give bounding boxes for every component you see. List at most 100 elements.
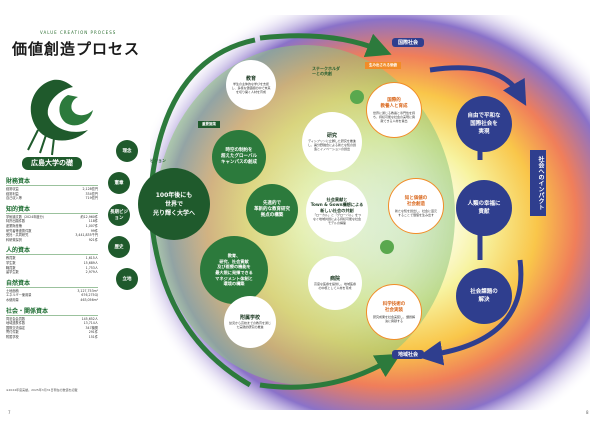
capital-row-key: 産業財産権 xyxy=(6,223,22,228)
capital-row-key: 国際交流協定 xyxy=(6,325,26,330)
outcome-3-desc: 研究成果を社会実装し、課題解決に貢献する xyxy=(372,314,415,323)
capital-row-value: 347機関 xyxy=(85,325,98,330)
page-subtitle: VALUE CREATION PROCESS xyxy=(40,30,117,35)
capital-row: 教員数 1,615人 xyxy=(6,256,98,261)
page-title: 価値創造プロセス xyxy=(12,40,141,58)
capital-row-value: 118件 xyxy=(88,219,98,224)
outcome-3-title: 科学技術の 社会実装 xyxy=(382,301,406,314)
ring-research: 研究 ディシプリンに立脚した研究を推進し、異分野融合による新たな知の創造とイノベ… xyxy=(302,112,362,172)
footnote: ※2024年度実績。2025年3月31日現在の数値を記載 xyxy=(6,388,78,392)
capital-row-value: 1,007件 xyxy=(85,223,98,228)
capital-row: 産業財産権 1,007件 xyxy=(6,224,98,229)
green-arc-bottom xyxy=(259,353,401,390)
ring-school-title: 附属学校 xyxy=(239,314,260,321)
capital-row-value: 13,714人 xyxy=(83,321,98,326)
ring-education-title: 教育 xyxy=(245,75,256,82)
ring-research-desc: ディシプリンに立脚した研究を推進し、異分野融合による新たな知の創造とイノベーショ… xyxy=(308,139,356,152)
capital-row-key: 学術論文数（2024年度分） xyxy=(6,214,46,219)
ring-hospital: 病院 高度な医療を提供し、地域医療の中核として人材を育成 xyxy=(308,256,362,310)
capital-row-key: 同窓会会員数 xyxy=(6,316,26,321)
arc-top xyxy=(429,65,527,106)
capital-row-value: 463,056m³ xyxy=(80,297,98,302)
capital-row-value: 99件 xyxy=(90,228,98,233)
capital-row-value: 3,127,753m² xyxy=(77,288,98,293)
capital-row-key: 附属学校 xyxy=(6,334,19,339)
sidebar-heading: 広島大学の礎 xyxy=(22,157,82,170)
capital-row-value: 2,979人 xyxy=(85,270,98,275)
capital-row-value: 2,128億円 xyxy=(82,187,99,191)
building-icon xyxy=(380,240,394,254)
capital-row-key: 寄付件数 xyxy=(6,330,19,335)
capital-row: 学生数 15,689人 xyxy=(6,261,98,266)
capital-row: 学術論文数（2024年度分） 約12,960件 xyxy=(6,215,98,220)
arc-bottom xyxy=(417,259,524,366)
ring-hospital-desc: 高度な医療を提供し、地域医療の中核として人材を育成 xyxy=(313,282,356,291)
stakeholder-label: ステークホルダーとの共創 xyxy=(312,66,340,76)
capital-row-value: 約12,960件 xyxy=(80,214,98,219)
ring-attached-school: 附属学校 幼児から高校までの教育を通じた実践的研究の推進 xyxy=(224,296,276,348)
page-number-right: 8 xyxy=(586,410,589,415)
capital-row-key: 教員数 xyxy=(6,256,16,261)
capital-row-key: 留学生数 xyxy=(6,270,19,275)
ring-education-desc: 学生の主体的な学びを支援し、多様な価値観の中で未来を切り開く人材を育成 xyxy=(231,82,271,95)
capital-row: 科研費採択 921件 xyxy=(6,238,98,243)
strategy-research-hub: 先進的で 革新的な教育研究 拠点の構築 xyxy=(246,184,298,236)
ring-social-title: 社会貢献と Town & Gown構想による 新しい社会の共創 xyxy=(310,196,364,213)
capital-row: 土地面積 3,127,753m² xyxy=(6,289,98,294)
people-icon xyxy=(350,90,364,104)
outcome-implementation: 科学技術の 社会実装 研究成果を社会実装し、課題解決に貢献する xyxy=(366,284,422,340)
capital-row-key: 学生数 xyxy=(6,260,16,265)
capital-row-value: 3,441,835千円 xyxy=(75,233,98,238)
pillar-4: 立地 xyxy=(116,268,138,290)
outcomes-header: 生み出される価値 xyxy=(365,62,401,69)
capital-title: 自然資本 xyxy=(6,278,98,288)
ring-social-desc: 「ローカル」と「グローバル」をつなぐ地域共創による持続可能な社会モデルの構築 xyxy=(313,213,361,226)
impact-issues: 社会課題の 解決 xyxy=(456,268,512,324)
ring-research-title: 研究 xyxy=(326,132,337,139)
pillar-3: 歴史 xyxy=(108,236,130,258)
capital-row-key: 土地面積 xyxy=(6,288,19,293)
core-circle: 100年後にも 世界で 光り輝く大学へ xyxy=(138,168,210,240)
outcome-2-title: 知と価値の 社会創造 xyxy=(404,195,428,208)
capital-row-key: 水使用量 xyxy=(6,297,19,302)
capital-row-key: 自己収入等 xyxy=(6,196,22,201)
outcome-global-talent: 国際的 教養人と育成 世界に通じる教養と専門性を持ち、持続可能な社会の実現に貢献… xyxy=(366,82,422,138)
capital-row-value: 334億円 xyxy=(85,191,98,196)
capital-title: 社会・関係資本 xyxy=(6,306,98,316)
capital-title: 人的資本 xyxy=(6,245,98,256)
capital-row-value: 1,753人 xyxy=(85,265,98,270)
capital-row: 国際交流協定 347機関 xyxy=(6,326,98,331)
capital-row-value: 15,689人 xyxy=(83,260,98,265)
capital-title: 財務資本 xyxy=(6,176,98,186)
tag-local-society: 地域社会 xyxy=(392,350,425,359)
pillar-0: 理念 xyxy=(116,140,138,162)
capital-row-key: 経常利益 xyxy=(6,191,19,196)
pillar-2: 長期ビジョン xyxy=(108,204,130,226)
tag-international-society: 国際社会 xyxy=(392,38,425,47)
green-arc-top xyxy=(259,33,392,57)
capital-row-value: 1,615人 xyxy=(85,256,98,261)
outcome-1-title: 国際的 教養人と育成 xyxy=(380,97,408,110)
capital-row: 受託・共同研究 3,441,835千円 xyxy=(6,233,98,238)
capital-row-key: 受託・共同研究 xyxy=(6,233,29,238)
impact-peace: 自由で平和な 国際社会を 実現 xyxy=(456,96,512,152)
outcome-1-desc: 世界に通じる教養と専門性を持ち、持続可能な社会の実現に貢献できる人材を輩出 xyxy=(372,110,415,123)
capital-row: 経常利益 334億円 xyxy=(6,192,98,197)
phoenix-logo xyxy=(27,79,93,156)
capital-row-value: 145,652人 xyxy=(81,316,98,321)
strategy-global-campus: 時空の制約を 超えたグローバル キャンパスの創成 xyxy=(212,130,266,184)
ring-social-contribution: 社会貢献と Town & Gown構想による 新しい社会の共創 「ローカル」と「… xyxy=(306,180,368,242)
capital-row-value: 921件 xyxy=(88,237,98,242)
capital-row-key: 科研費採択 xyxy=(6,237,22,242)
